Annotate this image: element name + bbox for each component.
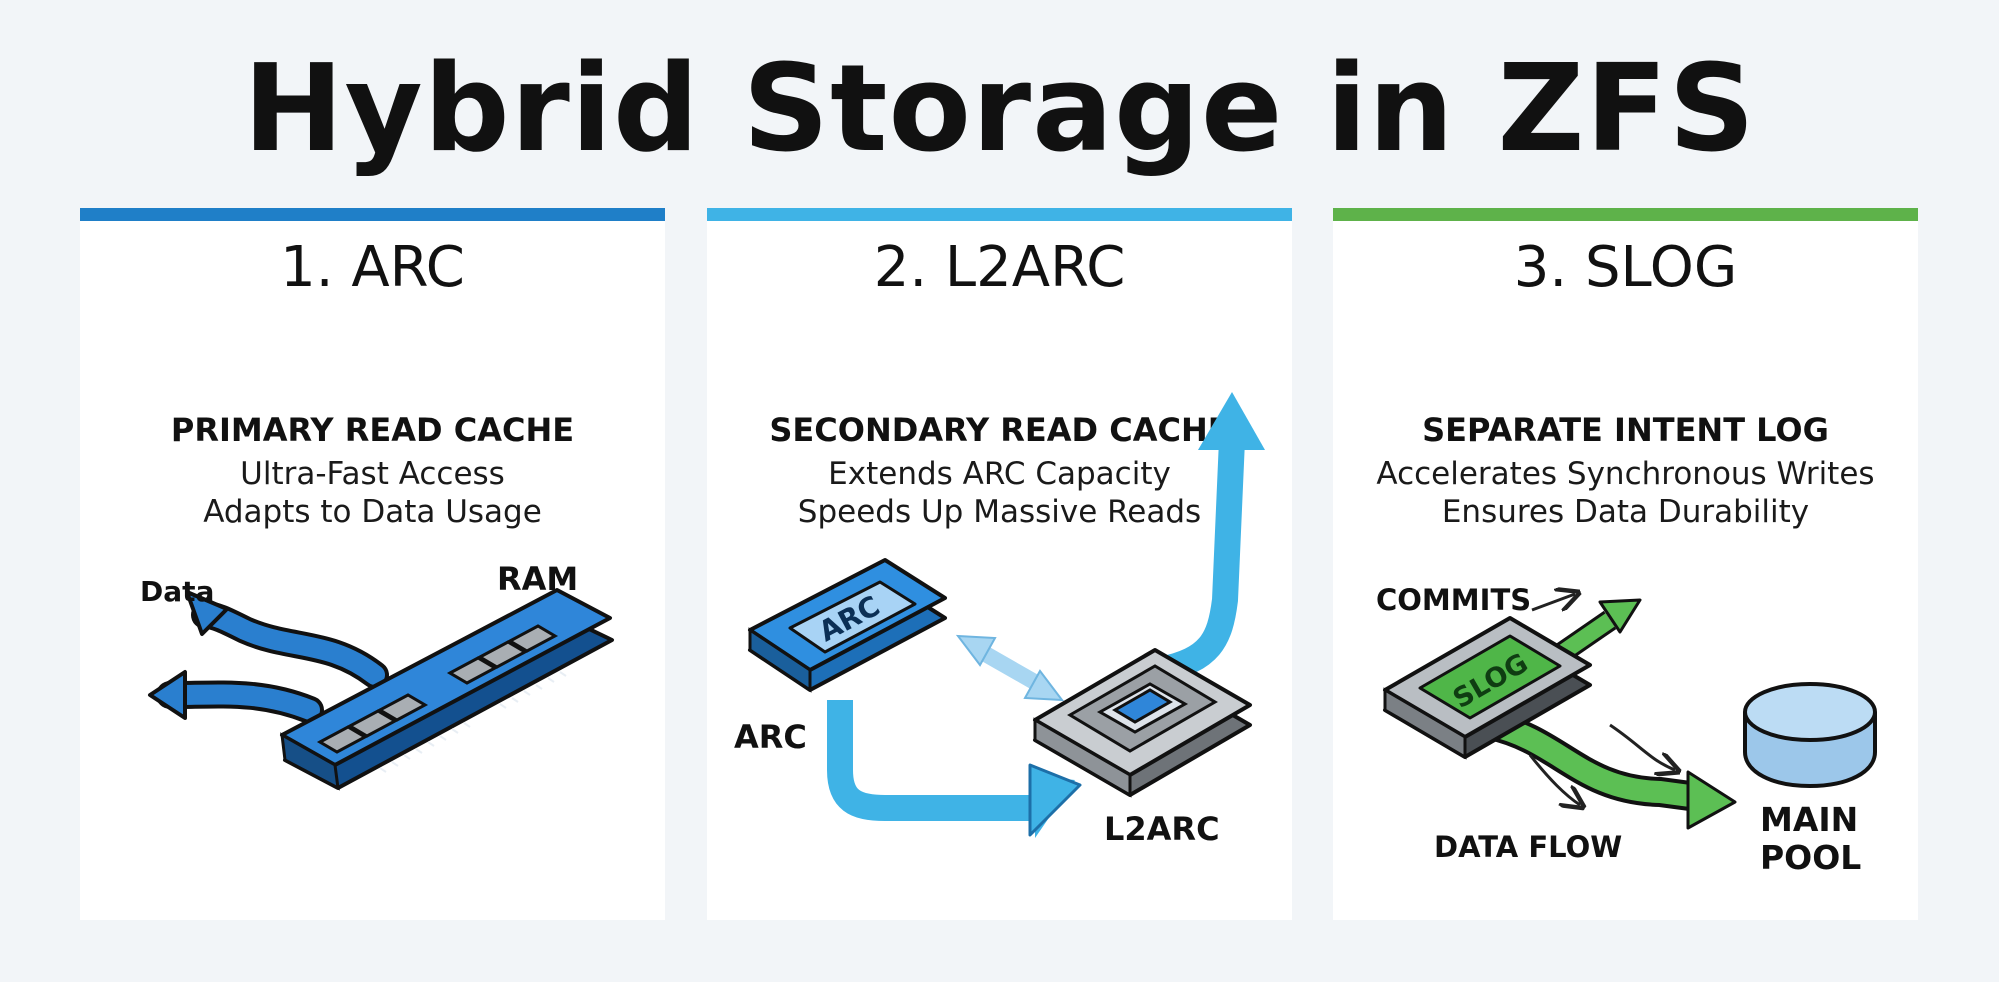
panel-line: Ensures Data Durability xyxy=(1441,494,1810,530)
panel-heading: 2. L2ARC xyxy=(873,235,1126,300)
arc-label: ARC xyxy=(734,718,807,756)
panel-subtitle: SEPARATE INTENT LOG xyxy=(1422,411,1829,449)
panel-heading: 1. ARC xyxy=(280,235,465,300)
data-flow-label: DATA FLOW xyxy=(1434,830,1623,864)
panel-heading: 3. SLOG xyxy=(1513,235,1738,300)
panel-line: Accelerates Synchronous Writes xyxy=(1376,456,1875,492)
panel-subtitle: SECONDARY READ CACHE xyxy=(769,411,1230,449)
panel-line: Ultra-Fast Access xyxy=(240,456,505,492)
data-label: Data xyxy=(140,575,215,608)
pool-label: POOL xyxy=(1760,838,1862,877)
panel-line: Speeds Up Massive Reads xyxy=(797,494,1202,530)
panel-accent-bar xyxy=(1333,208,1918,221)
page-title: Hybrid Storage in ZFS xyxy=(243,40,1756,179)
panel-l2arc: 2. L2ARC SECONDARY READ CACHE Extends AR… xyxy=(707,208,1292,920)
commits-label: COMMITS xyxy=(1376,583,1532,617)
main-label: MAIN xyxy=(1760,800,1859,839)
panel-subtitle: PRIMARY READ CACHE xyxy=(170,411,575,449)
panel-slog: 3. SLOG SEPARATE INTENT LOG Accelerates … xyxy=(1333,208,1918,920)
panel-line: Extends ARC Capacity xyxy=(828,456,1171,492)
l2arc-label: L2ARC xyxy=(1104,810,1220,848)
panel-arc: 1. ARC PRIMARY READ CACHE Ultra-Fast Acc… xyxy=(80,208,665,920)
panel-line: Adapts to Data Usage xyxy=(203,494,542,530)
ram-label: RAM xyxy=(497,560,579,598)
panel-accent-bar xyxy=(80,208,665,221)
panel-accent-bar xyxy=(707,208,1292,221)
